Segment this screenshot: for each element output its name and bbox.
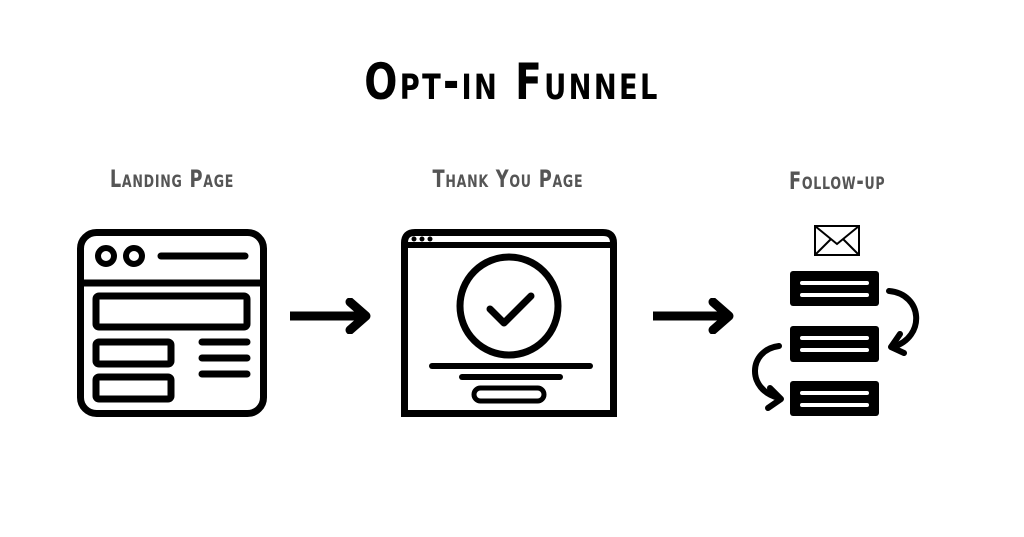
stage-label-landing-page: Landing Page [109, 165, 235, 193]
diagram-title: Opt-in Funnel [364, 53, 660, 111]
stage-label-follow-up: Follow-up [788, 167, 886, 195]
envelope-icon [814, 225, 860, 256]
landing-page-wireframe-icon [77, 229, 267, 417]
stage-label-thank-you-page: Thank You Page [432, 165, 584, 193]
thank-you-page-checkmark-icon [401, 229, 617, 417]
arrow-right-icon [651, 298, 737, 334]
arrow-right-icon [288, 298, 374, 334]
email-sequence-icon [748, 222, 928, 422]
